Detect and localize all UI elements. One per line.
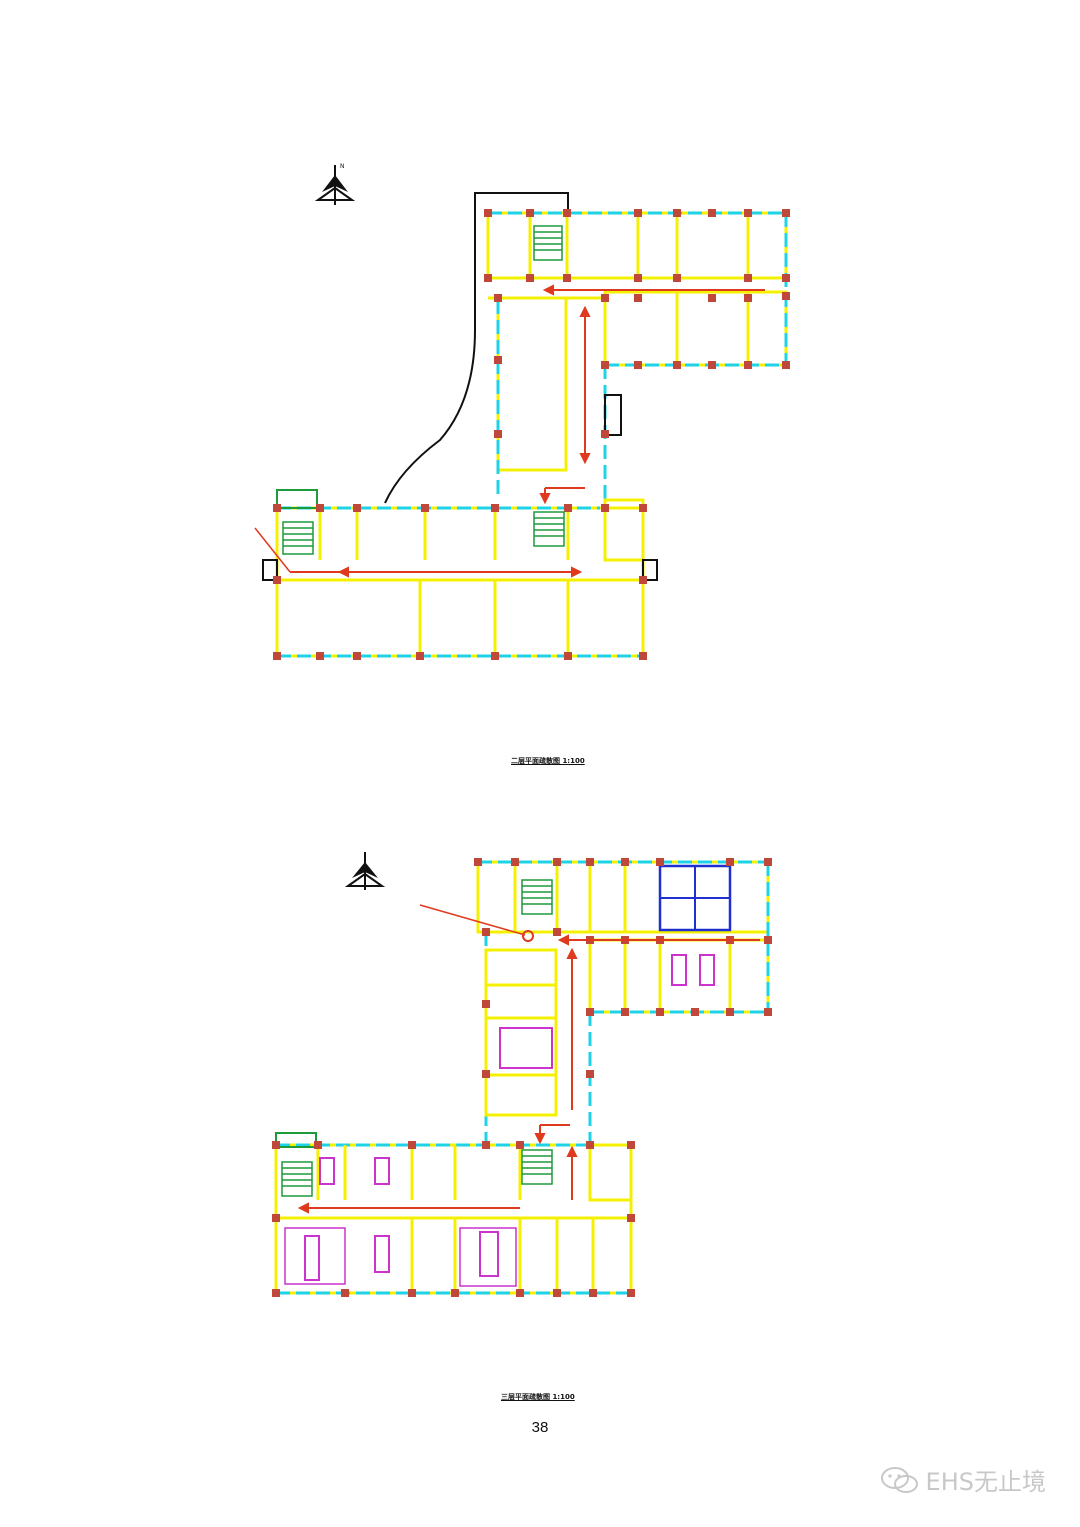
page-number: 38: [531, 1419, 549, 1436]
floor-plan-2-drawing: [272, 852, 772, 1297]
watermark-text: EHS无止境: [925, 1468, 1046, 1496]
plan-1-caption-scale: 1:100: [562, 757, 585, 765]
plan-2-caption: 三层平面疏散图 1:100: [501, 1392, 575, 1402]
north-arrow-icon: [344, 852, 386, 890]
structural-columns: [273, 209, 790, 660]
stair-icon: [281, 879, 553, 1197]
site-boundary: [384, 192, 569, 504]
plan-1-caption: 二层平面疏散图 1:100: [511, 756, 585, 766]
watermark: EHS无止境: [880, 1462, 1046, 1497]
plan-2-caption-scale: 1:100: [552, 1393, 575, 1401]
evacuation-route: [254, 284, 765, 578]
structural-columns-2: [272, 858, 772, 1297]
lower-wing-2: [274, 1132, 633, 1295]
evacuation-route-2: [297, 904, 760, 1214]
svg-text:N: N: [340, 163, 345, 170]
plan-1-caption-title: 二层平面疏散图: [511, 757, 560, 765]
north-arrow-icon: N: [314, 163, 356, 205]
spine-wing-2: [484, 932, 592, 1145]
floor-plan-1-drawing: N: [254, 163, 790, 660]
floor-plan-1: N: [254, 163, 790, 766]
lower-wing: [262, 489, 658, 658]
stair-icon: [282, 225, 565, 555]
plan-2-caption-title: 三层平面疏散图: [501, 1393, 550, 1401]
wechat-icon: [880, 1466, 918, 1493]
